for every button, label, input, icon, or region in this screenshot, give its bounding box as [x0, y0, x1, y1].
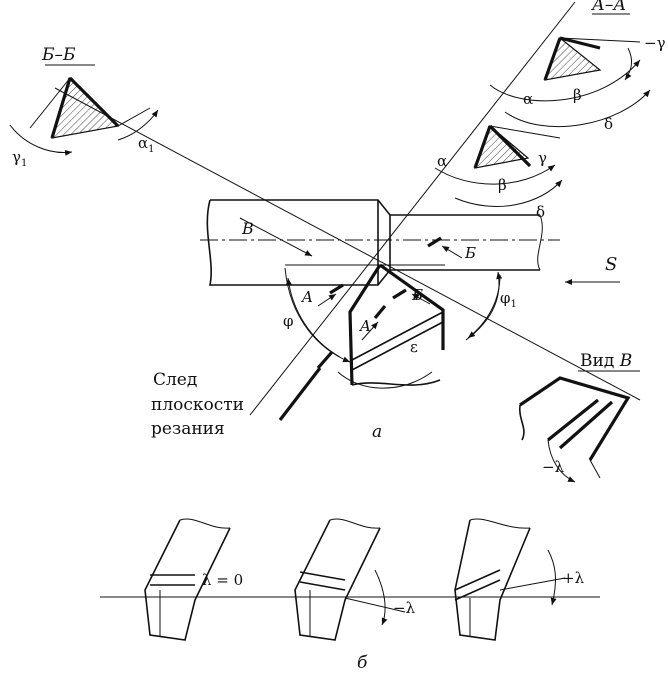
section-mark-a-lower — [373, 304, 387, 320]
view-b-arrow-label: B — [241, 219, 254, 238]
alpha-label-upper: α — [523, 90, 533, 108]
cutting-tool-plan — [285, 263, 445, 386]
phi1-label: φ1 — [500, 289, 517, 310]
section-line-bb — [54, 87, 641, 401]
alpha-label-lower: α — [437, 152, 447, 170]
gamma1-label: γ1 — [12, 148, 27, 169]
tool-negative-lambda — [294, 518, 406, 641]
trace-label-1: След — [153, 370, 197, 390]
delta-label-lower: δ — [536, 203, 545, 221]
section-mark-b-lower — [392, 288, 407, 300]
section-line-aa — [249, 1, 576, 416]
section-bb-title: Б–Б — [41, 45, 76, 65]
gamma-label-lower: γ — [538, 149, 547, 167]
neg-lambda-label: −λ — [393, 599, 416, 617]
beta-label-upper: β — [573, 86, 582, 104]
section-mark-a-upper — [329, 283, 344, 295]
trace-label-2: плоскости — [151, 395, 244, 415]
cutting-plane-trace-mid — [316, 350, 334, 370]
section-mark-b-upper — [427, 236, 442, 248]
workpiece — [200, 199, 560, 286]
caption-b: б — [357, 653, 368, 673]
beta-label-lower: β — [498, 176, 507, 194]
section-aa-lower — [434, 124, 563, 207]
caption-a: а — [372, 422, 382, 442]
tool-positive-lambda — [454, 518, 566, 641]
section-aa-upper — [489, 13, 651, 128]
phi-label: φ — [283, 312, 294, 330]
delta-label-upper: δ — [604, 115, 613, 133]
section-b-label-lower: Б — [411, 286, 423, 304]
section-a-label-upper: A — [300, 288, 313, 306]
section-bb — [9, 64, 159, 156]
view-title: Вид В — [580, 351, 632, 371]
neg-gamma-label: −γ — [644, 34, 666, 52]
trace-label-3: резания — [151, 419, 225, 439]
section-b-label-upper: Б — [464, 244, 476, 262]
pos-lambda-label: +λ — [562, 569, 585, 587]
tool-lambda-zero — [144, 518, 231, 641]
view-b — [518, 370, 640, 483]
section-aa-title: А–А — [591, 0, 626, 15]
section-a-label-lower: A — [358, 317, 371, 335]
alpha1-label: α1 — [138, 134, 155, 155]
lambda-zero-label: λ = 0 — [202, 571, 243, 589]
cutting-plane-trace — [278, 367, 322, 421]
view-neg-lambda-label: −λ — [542, 458, 565, 476]
epsilon-label: ε — [410, 338, 418, 356]
feed-label: S — [605, 254, 617, 275]
